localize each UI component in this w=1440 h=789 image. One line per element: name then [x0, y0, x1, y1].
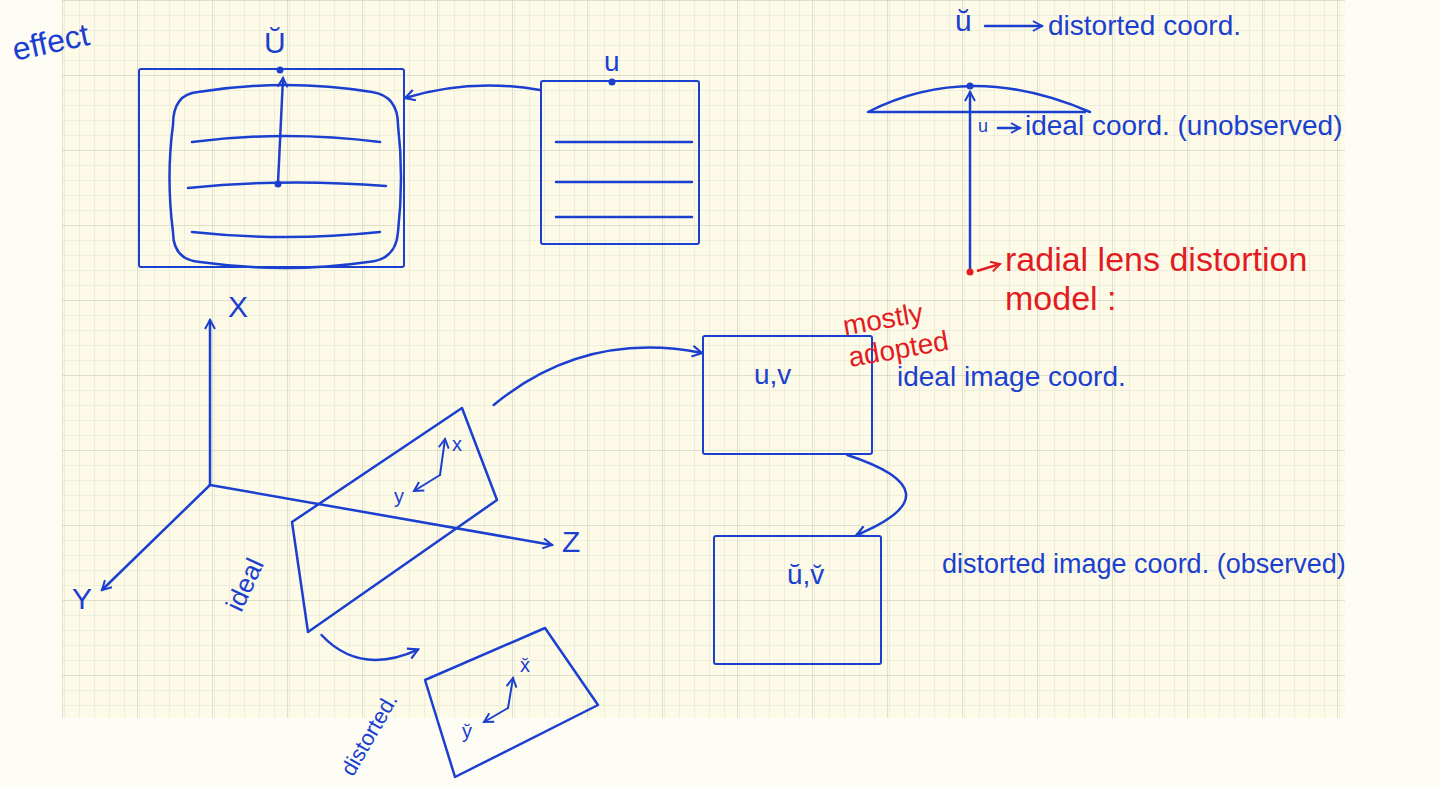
leader-arrow	[998, 127, 1020, 130]
coord-symbol: u	[978, 116, 988, 137]
axis-name: Z	[562, 525, 580, 560]
axis-name: y	[394, 485, 404, 508]
y-axis	[102, 485, 210, 590]
ideal-grid-box: u	[540, 80, 700, 245]
flow-arrow	[405, 85, 540, 98]
ideal-coord-symbol: u	[604, 46, 620, 78]
coord-pair: u,v	[754, 359, 791, 391]
annotation: distorted coord.	[1048, 10, 1241, 42]
z-axis	[210, 485, 552, 545]
coord-pair: ŭ,v̆	[787, 559, 824, 591]
shape-outline	[290, 405, 500, 635]
flow-arrow	[847, 455, 906, 535]
leader-arrow	[985, 25, 1042, 28]
flow-arrow	[494, 348, 702, 405]
ideal-image-plane: idealxy	[290, 405, 500, 635]
distorted-point	[967, 83, 974, 90]
box-caption: distorted image coord. (observed)	[942, 549, 1346, 580]
shape-outline	[418, 622, 604, 784]
axis-name: x̆	[520, 654, 530, 677]
axis-name: x	[452, 433, 462, 456]
center-dot	[967, 269, 974, 276]
annotation: ideal coord. (unobserved)	[1025, 110, 1343, 142]
axis-name: X	[228, 290, 248, 325]
shape-outline	[542, 82, 702, 247]
coord-symbol: ŭ	[955, 4, 972, 39]
box-caption: ideal image coord.	[897, 361, 1126, 393]
distortion-arc	[868, 86, 1090, 112]
flow-arrow	[322, 635, 419, 660]
distorted-grid-box: Ŭ	[138, 68, 405, 268]
axis-name: Y	[72, 582, 92, 617]
distorted-coord-symbol: Ŭ	[264, 26, 286, 61]
distorted-image-plane: distorted.x̆y̆	[418, 622, 604, 784]
radial-arrow	[969, 92, 972, 270]
axis-name: y̆	[462, 720, 472, 743]
red-heading: radial lens distortion model :	[1005, 240, 1405, 318]
red-arrow	[977, 264, 1000, 271]
distorted-image-box: ŭ,v̆distorted image coord. (observed)	[713, 535, 882, 665]
x-axis	[209, 320, 212, 485]
shape-outline	[140, 70, 407, 270]
